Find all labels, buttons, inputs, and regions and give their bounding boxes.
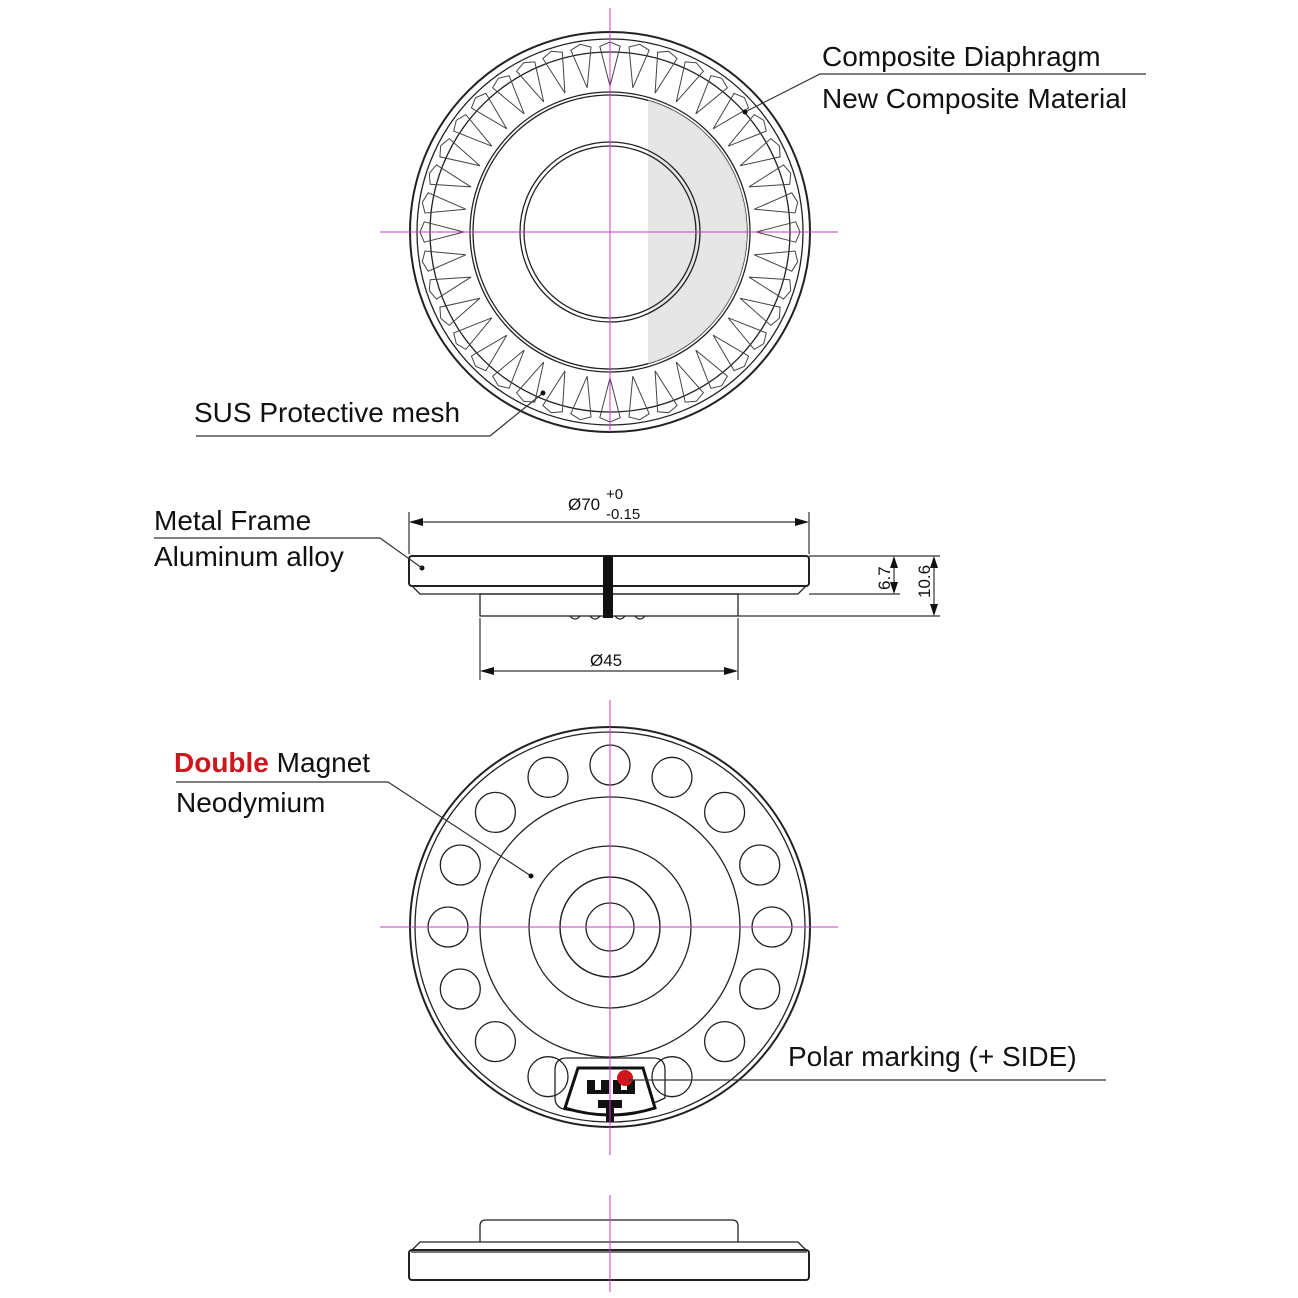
vent-hole (703, 1020, 746, 1063)
bottom-magnet-housing (479, 1219, 739, 1242)
outer-diameter-label: Ø70 (568, 495, 600, 514)
surround-rib (695, 75, 729, 115)
surround-rib (570, 43, 592, 88)
surround-rib (421, 250, 466, 272)
bottom-frame-body (408, 1249, 810, 1281)
polar-marking-dot (617, 1070, 633, 1086)
diaphragm-leader (744, 73, 1146, 113)
total-height-label: 10.6 (915, 565, 934, 598)
frame-title: Metal Frame (154, 505, 311, 536)
side-view (154, 512, 940, 680)
vent-hole (527, 1056, 569, 1098)
vent-hole (439, 844, 481, 886)
magnet-title: Double Magnet (174, 747, 370, 778)
magnet-leader (176, 781, 532, 877)
vent-hole (739, 968, 781, 1010)
surround-rib (748, 164, 792, 188)
surround-rib (754, 192, 799, 214)
surround-rib (748, 276, 792, 300)
vent-hole (474, 1020, 517, 1063)
polar-label: Polar marking (+ SIDE) (788, 1041, 1077, 1072)
tolerance-upper: +0 (606, 486, 623, 503)
frame-subtitle: Aluminum alloy (154, 541, 344, 572)
terminal-plate (554, 1057, 666, 1114)
surround-rib (739, 297, 781, 327)
surround-rib (470, 92, 508, 130)
vent-hole (474, 791, 517, 834)
surround-rib (628, 43, 650, 88)
surround-rib (491, 75, 525, 115)
surround-rib (695, 349, 729, 389)
front-view (196, 8, 1146, 437)
surround-rib (428, 276, 472, 300)
frame-height-label: 6.7 (875, 566, 894, 590)
magnet-highlight: Double (174, 747, 269, 778)
surround-rib (439, 297, 481, 327)
surround-rib (727, 113, 767, 147)
tolerance-lower: -0.15 (606, 506, 640, 523)
surround-rib (453, 317, 493, 351)
surround-rib (439, 137, 481, 167)
vent-hole (651, 756, 693, 798)
surround-rib (675, 361, 705, 403)
surround-rib (542, 370, 566, 414)
magnet-word: Magnet (277, 747, 371, 778)
vent-hole (439, 968, 481, 1010)
surround-rib (515, 361, 545, 403)
surround-rib (542, 50, 566, 94)
center-marker (603, 556, 613, 618)
diaphragm-title: Composite Diaphragm (822, 41, 1101, 72)
surround-rib (491, 349, 525, 389)
surround-rib (421, 192, 466, 214)
diaphragm-subtitle: New Composite Material (822, 83, 1127, 114)
vent-hole (703, 791, 746, 834)
surround-rib (654, 370, 678, 414)
surround-rib (428, 164, 472, 188)
surround-rib (628, 376, 650, 421)
bottom-side-view (408, 1195, 810, 1292)
surround-rib (739, 137, 781, 167)
surround-rib (754, 250, 799, 272)
back-view (176, 700, 1106, 1155)
surround-rib (675, 61, 705, 103)
vent-hole (651, 1056, 693, 1098)
vent-hole (527, 756, 569, 798)
frame-leader (154, 537, 423, 569)
surround-rib (712, 334, 750, 372)
surround-rib (570, 376, 592, 421)
vent-hole (739, 844, 781, 886)
inner-diameter-label: Ø45 (590, 651, 622, 670)
mesh-label: SUS Protective mesh (194, 397, 460, 428)
vent-holes (427, 744, 793, 1098)
magnet-subtitle: Neodymium (176, 787, 325, 818)
surround-rib (515, 61, 545, 103)
surround-rib (712, 92, 750, 130)
mesh-leader (196, 392, 544, 437)
surround-rib (453, 113, 493, 147)
surround-rib (470, 334, 508, 372)
surround-rib (727, 317, 767, 351)
surround-rib (654, 50, 678, 94)
